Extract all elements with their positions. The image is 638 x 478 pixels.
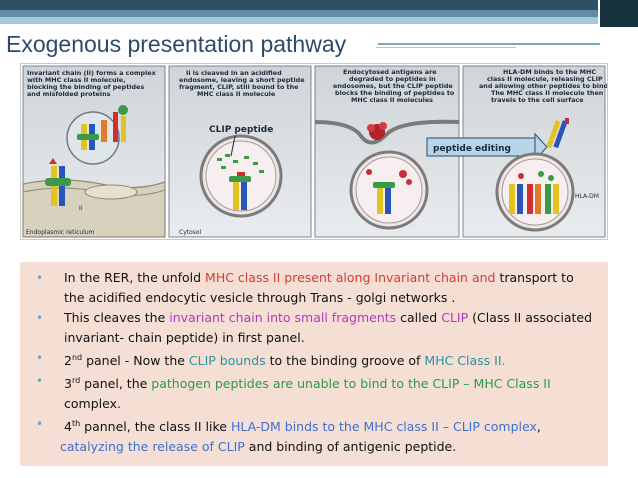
panel-2-caption-line-3: fragment, CLIP, still bound to the [179,83,299,91]
panel-2-caption-line-1: Ii is cleaved in an acidified [186,69,282,77]
panel-3-caption-line-5: MHC class II molecules [351,96,433,104]
bullet-dot: • [36,351,44,365]
bullet-5-text-c: and binding of antigenic peptide. [244,439,457,455]
panel-1-caption-line-4: and misfolded proteins [27,90,111,98]
title-rule-thin [376,47,516,48]
bullet-1-text-b: transport to [495,270,574,285]
late-endosome [349,150,429,230]
bullet-1-continued: the acidified endocytic vesicle through … [36,288,598,308]
bullet-3-number: 2 [64,353,72,369]
panel-4-caption-line-4: The MHC class II molecule then [491,89,604,97]
bullet-3-ordinal: nd [71,353,83,362]
bullet-4-text-highlight: pathogen peptides are unable to bind to … [151,376,551,392]
title-background [0,28,376,59]
mhc-ii-clip-complex [229,172,251,210]
bullet-4-ordinal: rd [71,376,81,386]
bullet-dot: • [36,374,44,389]
title-rule [378,43,600,45]
bullet-dot: • [36,417,44,432]
panel-1-caption-line-1: Invariant chain (Ii) forms a complex [27,69,157,77]
panel-3-caption-line-1: Endocytosed antigens are [343,68,437,76]
bullet-2: • This cleaves the invariant chain into … [36,308,598,328]
mhc-ii-invariant-complex-golgi [66,105,128,165]
bullet-5-text-b: catalyzing the release of CLIP [60,439,245,455]
bullet-5-continued: catalyzing the release of CLIP and bindi… [36,437,598,457]
panel-4-caption-line-5: travels to the cell surface [491,96,584,104]
bullet-4-number: 3 [64,376,72,392]
slide-title: Exogenous presentation pathway [6,31,347,57]
decorative-header-band [0,0,638,27]
panel-4-caption-line-3: and allowing other peptides to bind. [479,82,607,90]
panel-3-caption-line-3: endosomes, but the CLIP peptide [333,82,453,90]
cell-surface-mhc [546,118,569,149]
panel-2-caption-line-2: endosome, leaving a short peptide [179,76,305,84]
slide-menu-icon [600,0,638,27]
bullet-3-clip-bounds: CLIP bounds [188,353,266,369]
pathway-illustration: Invariant chain (Ii) forms a complex wit… [22,65,607,238]
panel-4-caption-line-1: HLA-DM binds to the MHC [503,68,596,76]
mhc-ii-invariant-complex-er [45,158,71,206]
clip-pointer-line [230,135,236,157]
bullet-1-text-c: the acidified endocytic vesicle through … [64,290,456,305]
bullet-5-number: 4 [64,419,72,435]
bullet-1-text-a: In the RER, the unfold [64,270,206,285]
er-membrane [22,179,166,238]
bullet-2-clip: CLIP [441,310,469,325]
bullet-2-continued: invariant- chain peptide) in first panel… [36,328,598,348]
bullet-2-text-d: invariant- chain peptide) in first panel… [64,330,305,345]
panel-3-caption-line-4: blocks the binding of peptides to [335,89,455,97]
clip-fragments [217,154,264,173]
clip-peptide-label: CLIP peptide [209,125,273,135]
bullet-2-text-a: This cleaves the [64,310,170,325]
panel-1-caption-line-2: with MHC class II molecule, [27,76,126,84]
bullet-2-text-c: (Class II associated [468,310,593,325]
bullet-5: • 4th pannel, the class II like HLA-DM b… [36,414,598,437]
peptide-editing-label: peptide editing [433,144,511,154]
bullet-3-mhc: MHC Class II. [424,353,506,369]
bullet-2-text-highlight: invariant chain into small fragments [169,310,397,325]
bullet-5-comma: , [536,419,541,435]
panel-1-caption-line-3: blocking the binding of peptides [27,83,144,91]
pathway-figure: Invariant chain (Ii) forms a complex wit… [20,63,608,240]
panel-2-caption-line-4: MHC class II molecule [197,90,276,98]
bullet-2-text-b: called [396,310,442,325]
panel-3-caption-line-2: degraded to peptides in [349,75,436,83]
late-endosome-hla-dm [495,152,575,232]
bullet-4: • 3rd panel, the pathogen peptides are u… [36,371,598,394]
hla-dm-label: HLA-DM [575,193,599,200]
bullet-dot: • [36,271,44,285]
bullet-5-text-a: pannel, the class II like [80,419,231,435]
bullet-4-continued: complex. [36,394,598,414]
cytosol-label: Cytosol [179,229,202,236]
bullet-5-ordinal: th [71,419,81,429]
endocytosed-antigen [314,119,460,145]
bullet-5-text-highlight: HLA-DM binds to the MHC class II – CLIP … [230,419,537,435]
bullet-dot: • [36,311,44,325]
bullet-1: • In the RER, the unfold MHC class II pr… [36,268,598,288]
bullet-3: • 2nd panel - Now the CLIP bounds to the… [36,348,598,371]
bullet-3-text-a: panel - Now the [82,353,189,369]
bullet-4-text-b: complex. [64,396,121,412]
panel-4-caption-line-2: class II molecule, releasing CLIP [487,75,603,83]
bullet-1-text-highlight: MHC class II present along Invariant cha… [205,270,496,285]
ii-label: Ii [79,205,83,212]
notes-box: • In the RER, the unfold MHC class II pr… [20,262,608,466]
peptide-editing-banner: peptide editing [426,132,548,162]
bullet-4-text-a: panel, the [80,376,152,392]
er-label: Endoplasmic reticulum [26,229,95,236]
bullet-3-text-b: to the binding groove of [265,353,425,369]
